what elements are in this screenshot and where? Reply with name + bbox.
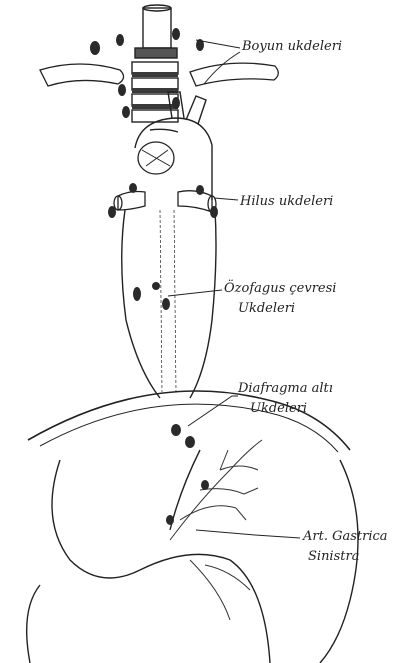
lymph-nodes (90, 28, 218, 525)
lymph-node (196, 185, 204, 195)
lymph-node (116, 34, 124, 46)
lymph-node (108, 206, 116, 218)
lymph-node (201, 480, 209, 490)
hilus (114, 142, 216, 212)
lymph-node (171, 424, 181, 436)
lymph-node (133, 287, 141, 301)
lymph-node (90, 41, 100, 55)
lymph-node (172, 28, 180, 40)
lymph-node (185, 436, 195, 448)
lymph-node (122, 106, 130, 118)
label-neck-nodes: Boyun ukdeleri (241, 39, 342, 54)
lymph-node (172, 97, 180, 109)
gastric-vessels (170, 440, 262, 620)
label-gastric-line1: Art. Gastrica (302, 529, 388, 544)
right-clavicle (190, 63, 278, 86)
label-subdiaphragm-line1: Diafragma altı (237, 381, 333, 396)
lymph-node (152, 282, 160, 290)
lymph-node (166, 515, 174, 525)
label-subdiaphragm-line2: Ukdeleri (250, 401, 307, 416)
left-clavicle (40, 64, 124, 86)
lymph-node (210, 206, 218, 218)
lymph-node (129, 183, 137, 193)
label-hilus-nodes: Hilus ukdeleri (239, 194, 333, 209)
lymph-node (118, 84, 126, 96)
lymph-node (162, 298, 170, 310)
label-gastric-line2: Sinistra (308, 549, 359, 564)
label-esophageal-line2: Ukdeleri (238, 301, 295, 316)
label-esophageal-line1: Özofagus çevresi (224, 279, 336, 296)
